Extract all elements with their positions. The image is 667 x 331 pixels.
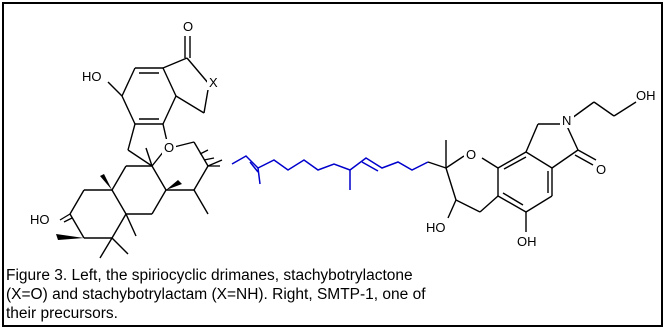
caption-line-3: their precursors. [6, 305, 118, 322]
left-hash-bonds [59, 149, 220, 223]
right-core-structure [427, 101, 637, 232]
left-structure [69, 36, 223, 259]
right-amide-n-label: N [562, 113, 571, 128]
left-ether-o-label: O [164, 140, 174, 155]
right-carbonyl-o-label: O [596, 162, 606, 177]
left-wedge-bonds [56, 174, 182, 240]
right-hydroxyl-label: HO [426, 220, 446, 235]
caption-line-1: Figure 3. Left, the spiriocyclic drimane… [6, 267, 413, 284]
caption-line-2: (X=O) and stachybotrylactam (X=NH). Righ… [6, 286, 426, 303]
left-ring-x-label: X [209, 75, 218, 90]
left-hydroxyl-label: HO [30, 212, 50, 227]
right-ether-o-label: O [466, 147, 476, 162]
left-phenol-oh-label: HO [82, 69, 102, 84]
figure-caption: Figure 3. Left, the spiriocyclic drimane… [6, 266, 658, 323]
right-chain-oh-label: OH [636, 88, 656, 103]
right-isoprenoid-chain [231, 155, 429, 190]
right-phenol-oh-label: OH [517, 234, 537, 249]
left-carbonyl-o-label: O [183, 19, 193, 34]
